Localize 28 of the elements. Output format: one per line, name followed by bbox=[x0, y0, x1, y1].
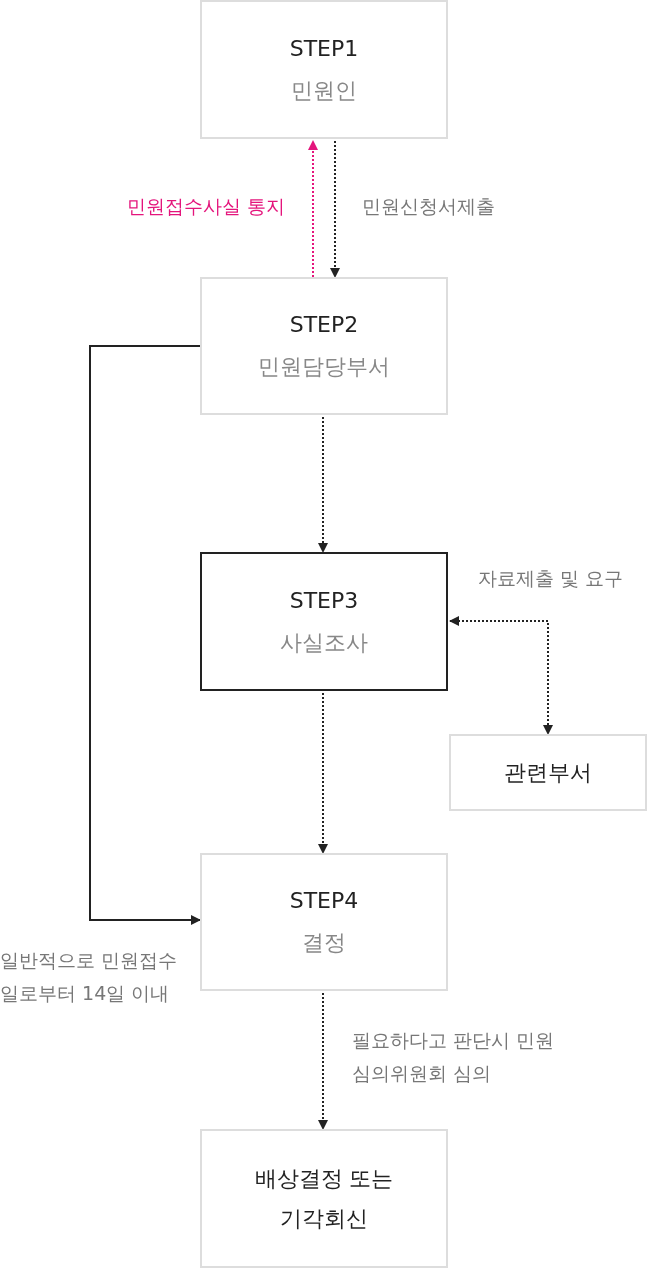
box-text: 민원인 bbox=[291, 76, 357, 105]
edge-label: 필요하다고 판단시 민원심의위원회 심의 bbox=[352, 1028, 556, 1087]
process-box bbox=[200, 552, 448, 691]
edge-label: 민원접수사실 통지 bbox=[126, 194, 285, 219]
step-label: STEP3 bbox=[289, 586, 359, 615]
box-text: 배상결정 또는 기각회신 bbox=[253, 1164, 395, 1233]
edge-label: 자료제출 및 요구 bbox=[478, 566, 624, 591]
box-text: 결정 bbox=[302, 929, 346, 957]
edge-label: 일반적으로 민원접수일로부터 14일 이내 bbox=[0, 948, 179, 1007]
step-label: STEP2 bbox=[289, 311, 359, 340]
edge-label: 민원신청서제출 bbox=[362, 194, 495, 219]
arrow bbox=[89, 345, 201, 925]
arrow bbox=[318, 992, 328, 1130]
process-box bbox=[200, 853, 448, 991]
arrow bbox=[330, 140, 340, 278]
arrow bbox=[308, 140, 318, 278]
arrow bbox=[318, 692, 328, 854]
arrow bbox=[449, 616, 553, 735]
process-box bbox=[200, 0, 448, 139]
box-text: 민원담당부서 bbox=[258, 353, 390, 381]
process-box bbox=[200, 277, 448, 415]
box-text: 사실조사 bbox=[280, 628, 368, 657]
process-box bbox=[449, 734, 647, 811]
arrow bbox=[318, 416, 328, 553]
box-text: 관련부서 bbox=[504, 758, 592, 787]
process-box bbox=[200, 1129, 448, 1268]
step-label: STEP4 bbox=[289, 887, 359, 916]
step-label: STEP1 bbox=[289, 34, 359, 63]
